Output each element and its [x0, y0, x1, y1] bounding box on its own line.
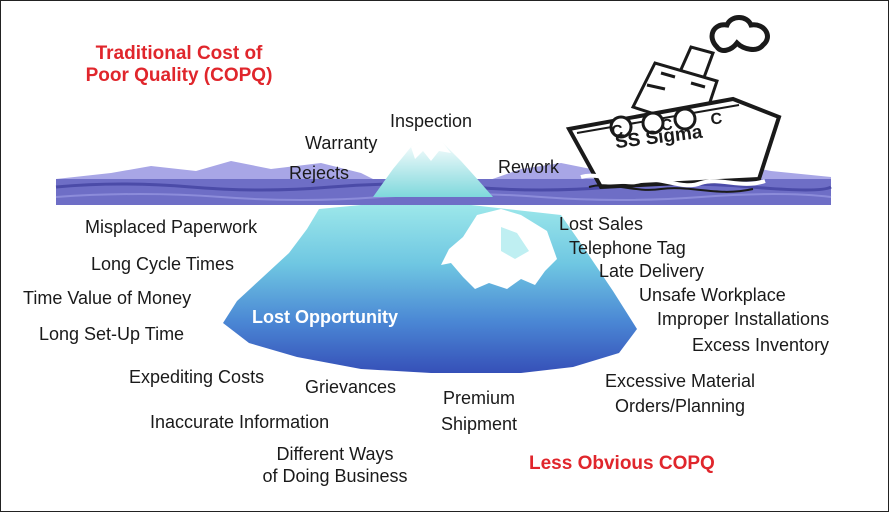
- label-time-value-of-money: Time Value of Money: [23, 288, 192, 308]
- label-improper-installations: Improper Installations: [657, 309, 830, 329]
- label-lost-sales: Lost Sales: [559, 214, 644, 234]
- label-rework: Rework: [498, 157, 560, 177]
- less-obvious-copq-title: Less Obvious COPQ: [529, 453, 715, 474]
- bow-splash: [580, 173, 766, 188]
- iceberg-tip: [373, 139, 493, 197]
- porthole-icon: [673, 107, 697, 131]
- ship: [565, 15, 782, 193]
- label-late-delivery: Late Delivery: [599, 261, 705, 281]
- excessive-material-line-2: Orders/Planning: [614, 396, 746, 416]
- label-warranty: Warranty: [305, 133, 378, 153]
- excessive-material-line-1: Excessive Material: [604, 371, 756, 391]
- premium-line-2: Shipment: [440, 414, 518, 434]
- label-different-ways: Different Ways of Doing Business: [245, 443, 425, 487]
- title-line-2: Poor Quality (COPQ): [85, 65, 273, 86]
- label-lost-opportunity: Lost Opportunity: [252, 307, 398, 327]
- label-long-setup-time: Long Set-Up Time: [39, 324, 185, 344]
- premium-line-1: Premium: [442, 388, 515, 408]
- label-misplaced-paperwork: Misplaced Paperwork: [85, 217, 258, 237]
- different-ways-line-1: Different Ways: [276, 444, 394, 464]
- smoke-icon: [709, 15, 770, 53]
- iceberg-facet: [441, 209, 557, 289]
- label-rejects: Rejects: [289, 163, 350, 183]
- label-excessive-material: Excessive Material Orders/Planning: [583, 370, 777, 417]
- label-inaccurate-information: Inaccurate Information: [150, 412, 330, 432]
- label-premium-shipment: Premium Shipment: [429, 387, 529, 435]
- porthole-icon: [609, 115, 633, 139]
- traditional-copq-title: Traditional Cost of Poor Quality (COPQ): [59, 43, 299, 87]
- label-long-cycle-times: Long Cycle Times: [91, 254, 235, 274]
- label-expediting-costs: Expediting Costs: [129, 367, 265, 387]
- label-inspection: Inspection: [390, 111, 473, 131]
- porthole-icon: [641, 111, 665, 135]
- label-excess-inventory: Excess Inventory: [692, 335, 830, 355]
- label-grievances: Grievances: [305, 377, 397, 397]
- different-ways-line-2: of Doing Business: [262, 466, 408, 486]
- mountain-range-left: [56, 161, 381, 183]
- label-unsafe-workplace: Unsafe Workplace: [639, 285, 786, 305]
- label-telephone-tag: Telephone Tag: [569, 238, 686, 258]
- title-line-1: Traditional Cost of: [95, 43, 263, 64]
